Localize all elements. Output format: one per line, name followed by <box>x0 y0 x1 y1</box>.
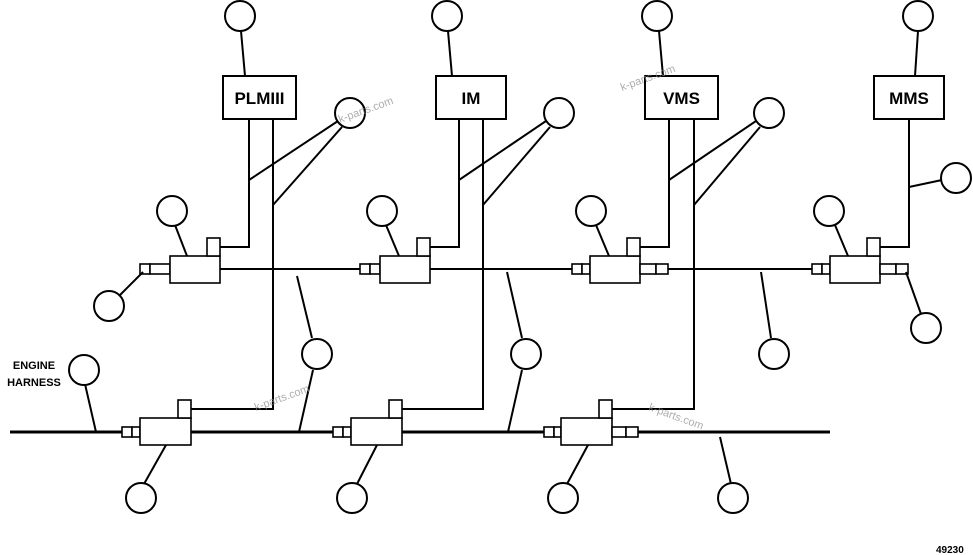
callout-circle <box>902 0 934 32</box>
watermark: k-parts.com <box>253 383 311 414</box>
callout-circle <box>301 338 333 370</box>
upper-connector-1 <box>139 237 221 284</box>
callout-circle <box>717 482 749 514</box>
callout-circle <box>93 290 125 322</box>
callout-circle <box>910 312 942 344</box>
im-wire-to-lower-connector <box>402 119 484 410</box>
im-wire-to-upper-connector <box>430 119 460 248</box>
upper-connector-3 <box>571 237 669 284</box>
figure-number: 49230 <box>936 545 964 555</box>
vms-wire-to-upper-connector <box>640 119 670 248</box>
module-im-label: IM <box>462 89 481 108</box>
callout-circle <box>641 0 673 32</box>
lower-connector-2 <box>332 399 403 446</box>
engine-harness-label-line2: HARNESS <box>7 377 61 389</box>
upper-connector-2 <box>359 237 431 284</box>
vms-wire-to-lower-connector <box>612 119 695 410</box>
module-mms: MMS <box>873 75 945 120</box>
callout-circle <box>68 354 100 386</box>
callout-circle <box>940 162 972 194</box>
module-im: IM <box>435 75 507 120</box>
callout-circle <box>125 482 157 514</box>
module-plmiii-label: PLMIII <box>234 89 284 108</box>
lower-connector-3 <box>543 399 639 446</box>
callout-circle <box>753 97 785 129</box>
module-mms-label: MMS <box>889 89 929 108</box>
callout-circle <box>431 0 463 32</box>
mms-wire-to-upper-connector <box>880 119 910 248</box>
callout-circle <box>813 195 845 227</box>
module-vms: VMS <box>644 75 719 120</box>
module-vms-label: VMS <box>663 89 700 108</box>
callout-circle <box>336 482 368 514</box>
callout-circle <box>334 97 366 129</box>
callout-circle <box>543 97 575 129</box>
callout-circle <box>156 195 188 227</box>
callout-circle <box>366 195 398 227</box>
module-plmiii: PLMIII <box>222 75 297 120</box>
plmiii-wire-to-upper-connector <box>220 119 250 248</box>
engine-harness-label-line1: ENGINE <box>13 360 55 372</box>
callout-leaders <box>84 30 943 485</box>
callout-circle <box>758 338 790 370</box>
callout-circle <box>510 338 542 370</box>
callout-circle <box>575 195 607 227</box>
lower-connector-1 <box>121 399 192 446</box>
callout-circles <box>68 0 972 514</box>
watermark: k-parts.com <box>647 402 705 433</box>
upper-connector-4 <box>811 237 909 284</box>
callout-circle <box>224 0 256 32</box>
callout-circle <box>547 482 579 514</box>
plmiii-wire-to-lower-connector <box>191 119 274 410</box>
